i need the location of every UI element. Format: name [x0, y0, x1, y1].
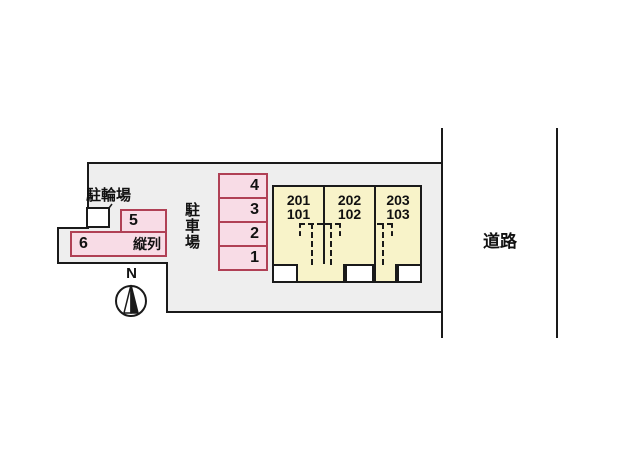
building-unit-1: 201 101: [274, 187, 323, 264]
parking-space-1-number: 1: [250, 249, 259, 266]
building-unit-3: 203 103: [374, 187, 420, 264]
entry-dash-2-short-leg: [339, 223, 341, 236]
compass-north-label: N: [126, 265, 137, 282]
parking-space-1: 1: [218, 245, 268, 271]
entry-dash-2-top: [325, 223, 341, 225]
parking-space-column: 4 3 2 1: [218, 173, 268, 271]
unit-2-upper-number: 202: [337, 192, 362, 208]
parking-space-3: 3: [218, 197, 268, 223]
parking-lot-label: 駐車場: [183, 202, 200, 250]
entry-dash-2-long-leg: [330, 223, 332, 265]
parking-space-5-number: 5: [129, 212, 138, 229]
building-unit-2: 202 102: [323, 187, 374, 264]
parking-space-6-number: 6: [79, 235, 88, 252]
entry-dash-3-top: [377, 223, 393, 225]
unit-3-upper-number: 203: [386, 192, 410, 208]
entry-dash-1-short-leg: [299, 223, 301, 236]
porch-unit-2: [345, 266, 374, 283]
parking-space-2: 2: [218, 221, 268, 247]
unit-1-lower-number: 101: [286, 206, 311, 222]
parking-space-2-number: 2: [250, 225, 259, 242]
unit-1-upper-number: 201: [286, 192, 311, 208]
parking-space-6: 6 縦列: [70, 231, 167, 257]
compass-needle-east-icon: [130, 284, 139, 314]
parking-space-3-number: 3: [250, 201, 259, 218]
parking-space-4: 4: [218, 173, 268, 199]
building: 201 101 202 102 203 103: [272, 185, 422, 266]
unit-2-lower-number: 102: [337, 206, 362, 222]
porch-unit-1: [272, 266, 298, 283]
bicycle-parking-area: [86, 207, 110, 228]
parking-space-4-number: 4: [250, 177, 259, 194]
building-entry-bay-1: [296, 264, 345, 283]
road-label: 道路: [483, 232, 517, 251]
parking-space-5: 5: [120, 209, 167, 233]
entry-dash-3-long-leg: [382, 223, 384, 265]
bicycle-parking-label: 駐輪場: [86, 187, 132, 204]
unit-3-lower-number: 103: [386, 206, 410, 222]
entry-dash-1-long-leg: [311, 223, 313, 265]
tandem-label: 縦列: [133, 236, 161, 252]
entry-dash-3-short-leg: [391, 223, 393, 236]
porch-unit-3: [397, 266, 422, 283]
building-entry-bay-2: [374, 264, 397, 283]
